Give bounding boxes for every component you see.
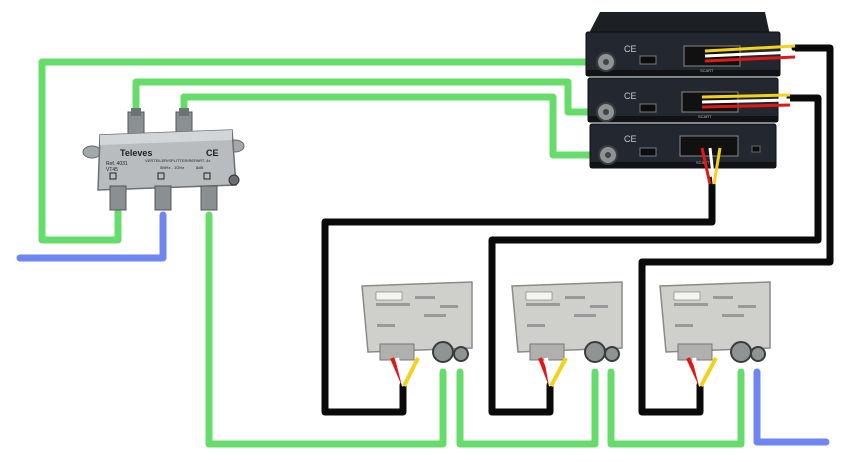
receiver-2: CE SCART	[587, 77, 791, 123]
splitter-ref: Ref. 4031	[106, 161, 128, 167]
splitter-bottom-connector-3	[200, 185, 218, 211]
splitter-port-icon-1	[109, 172, 117, 180]
modulator-1	[361, 281, 473, 387]
splitter-bottom-connector-2	[154, 185, 172, 211]
antenna-input-cable	[16, 211, 167, 262]
splitter: Televes CE Ref. 4031 VT45 VERTEILER/SPLI…	[82, 108, 245, 211]
splitter-mount-left	[82, 145, 102, 159]
modulator-2-av-sockets	[529, 343, 565, 361]
av-cable-receiver1-to-modulator3	[638, 44, 834, 416]
coax-cables-green	[38, 58, 745, 448]
receiver-3-scart-label: SCART	[696, 160, 710, 165]
receiver-1-hdmi-port	[639, 55, 657, 65]
coax-splitter-to-receiver3	[180, 93, 610, 159]
receiver-1: CE SCART	[585, 12, 796, 77]
receiver-3-hdmi-port	[639, 147, 657, 157]
modulator-3-rf-out	[750, 346, 766, 362]
modulator-3-av-sockets	[677, 343, 713, 361]
splitter-port-icon-2	[157, 172, 165, 180]
modulator-1-rf-in	[432, 341, 454, 363]
splitter-brand: Televes	[120, 148, 152, 158]
splitter-ground-screw	[228, 174, 240, 186]
receiver-2-ce-mark: CE	[624, 91, 637, 101]
splitter-ce-mark: CE	[206, 148, 219, 158]
splitter-model: VT45	[106, 167, 118, 173]
receiver-3-ce-mark: CE	[624, 134, 637, 144]
receiver-2-scart-label: SCART	[698, 114, 712, 119]
coax-modulator1-to-modulator2	[456, 368, 599, 448]
splitter-description: VERTEILER/SPLITTER/REPART. 4x	[145, 158, 210, 163]
splitter-port-icon-3	[203, 172, 211, 180]
receiver-1-scart-label: SCART	[700, 68, 714, 73]
receiver-3-scart-port	[679, 135, 739, 157]
receiver-2-hdmi-port	[639, 103, 657, 113]
splitter-bottom-connector-1	[109, 185, 127, 211]
coax-splitter-to-modulator1	[205, 211, 447, 448]
modulator-1-av-sockets	[379, 343, 415, 361]
modulator-3-rf-in	[730, 341, 752, 363]
modulator-2	[511, 281, 623, 387]
receiver-1-ce-mark: CE	[624, 44, 637, 54]
av-cable-receiver2-to-modulator2	[488, 94, 822, 416]
coax-splitter-to-receiver2	[132, 78, 610, 116]
receiver-3: CE SCART	[589, 123, 777, 185]
modulator-2-rf-out	[604, 346, 620, 362]
splitter-frequency: 5MHz - 1GHz	[160, 165, 184, 170]
antenna-cables-blue	[16, 211, 830, 446]
coax-modulator2-to-modulator3	[607, 368, 745, 448]
antenna-output-cable	[753, 368, 830, 446]
coax-splitter-to-receiver1	[38, 58, 610, 244]
receiver-stack: CE SCART CE SCART CE	[585, 12, 796, 185]
modulator-1-rf-out	[453, 346, 469, 362]
modulator-2-rf-in	[584, 341, 606, 363]
av-cables-black	[321, 44, 834, 416]
modulator-3	[659, 281, 771, 387]
av-cable-receiver3-to-modulator1	[321, 176, 716, 416]
splitter-loss: 8dB	[196, 165, 203, 170]
